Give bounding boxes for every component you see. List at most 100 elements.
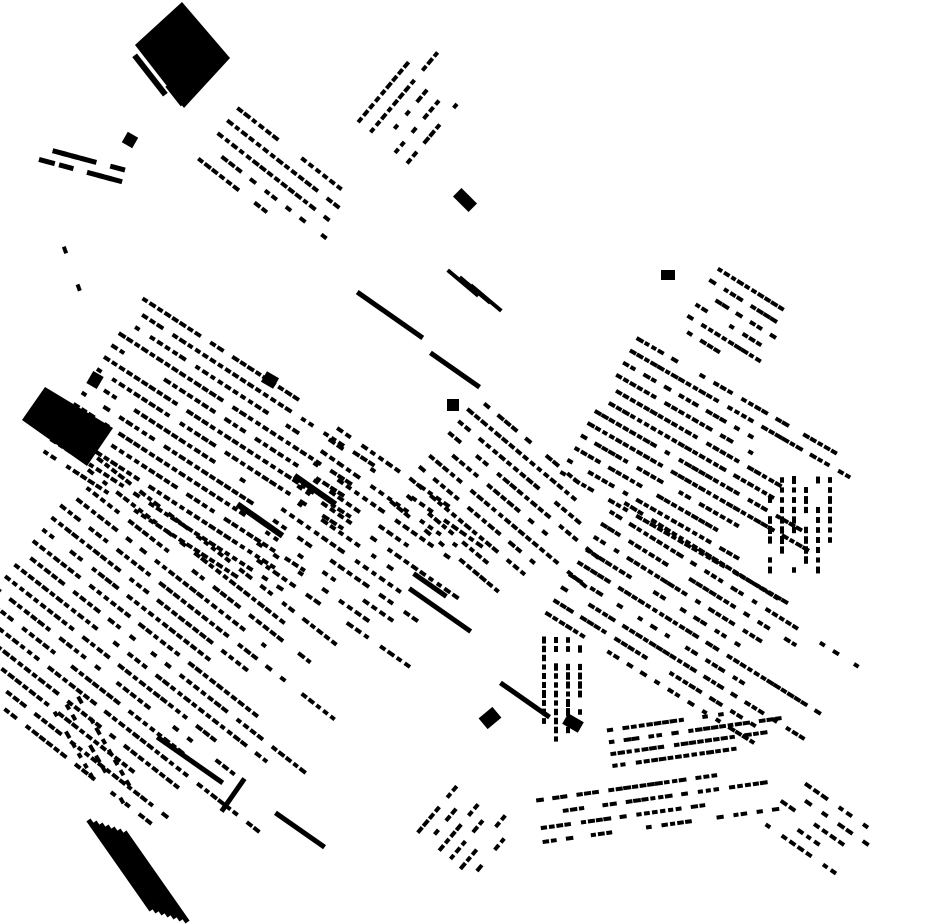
building (762, 312, 772, 320)
building (705, 749, 715, 755)
building (422, 136, 431, 145)
building (137, 754, 145, 763)
building (155, 489, 163, 496)
building (80, 653, 87, 660)
building (499, 814, 507, 822)
building (71, 451, 81, 460)
building (792, 476, 796, 484)
building (744, 782, 752, 788)
building (261, 408, 270, 416)
building (215, 682, 224, 691)
building (133, 374, 142, 382)
building (38, 157, 56, 167)
building (89, 641, 97, 648)
building (98, 686, 107, 695)
building (48, 590, 56, 598)
building (71, 468, 81, 476)
building (402, 506, 410, 514)
building (668, 670, 675, 677)
building (753, 404, 762, 412)
building (30, 729, 40, 737)
building (254, 386, 262, 394)
building (180, 598, 188, 605)
building (641, 796, 649, 802)
building (612, 564, 619, 571)
building (690, 804, 699, 810)
building (362, 615, 371, 623)
building (674, 691, 681, 699)
building (173, 517, 183, 525)
building (379, 88, 387, 96)
building (793, 695, 802, 703)
building (576, 792, 584, 797)
building (740, 811, 748, 817)
building (123, 801, 131, 809)
building (780, 506, 784, 514)
building (663, 526, 672, 534)
building (630, 594, 639, 601)
building (29, 556, 38, 564)
building (264, 530, 271, 537)
building (677, 490, 685, 496)
building (236, 642, 244, 650)
building (170, 432, 179, 440)
building (329, 524, 337, 531)
building (245, 154, 253, 161)
building (758, 718, 766, 724)
building (613, 547, 620, 555)
building (780, 516, 784, 524)
building (328, 518, 338, 527)
building (625, 799, 633, 805)
building (230, 142, 239, 151)
building (676, 658, 683, 665)
building (852, 662, 860, 669)
building (677, 521, 685, 529)
building (718, 560, 726, 567)
building (725, 549, 734, 557)
building (336, 506, 346, 515)
building (792, 497, 796, 503)
building (95, 589, 103, 596)
building (635, 513, 644, 521)
building (139, 737, 148, 745)
building (691, 481, 699, 489)
building (752, 781, 760, 787)
building (215, 495, 224, 503)
building (395, 656, 403, 663)
building (250, 117, 258, 125)
building (712, 736, 720, 742)
building (831, 649, 840, 657)
building (606, 727, 614, 733)
building (70, 531, 80, 540)
building (275, 634, 285, 643)
building (586, 421, 596, 429)
building (94, 450, 103, 458)
building (452, 187, 478, 213)
building (649, 425, 658, 432)
building (554, 708, 558, 716)
building (595, 817, 604, 823)
building (68, 549, 77, 557)
building (118, 796, 126, 805)
building (676, 820, 685, 826)
building (247, 135, 256, 143)
building (702, 714, 709, 720)
building (627, 539, 635, 546)
building (369, 466, 377, 474)
building (174, 574, 183, 583)
building (554, 682, 558, 688)
building (631, 784, 639, 790)
building (592, 535, 600, 542)
building (513, 505, 522, 514)
building (223, 567, 231, 574)
building (524, 436, 533, 445)
building (816, 476, 820, 484)
building (663, 417, 672, 424)
building (315, 628, 324, 636)
building (710, 555, 720, 563)
building (718, 723, 727, 729)
building (323, 633, 331, 641)
building (755, 324, 764, 331)
building (615, 786, 623, 792)
building (648, 733, 655, 739)
